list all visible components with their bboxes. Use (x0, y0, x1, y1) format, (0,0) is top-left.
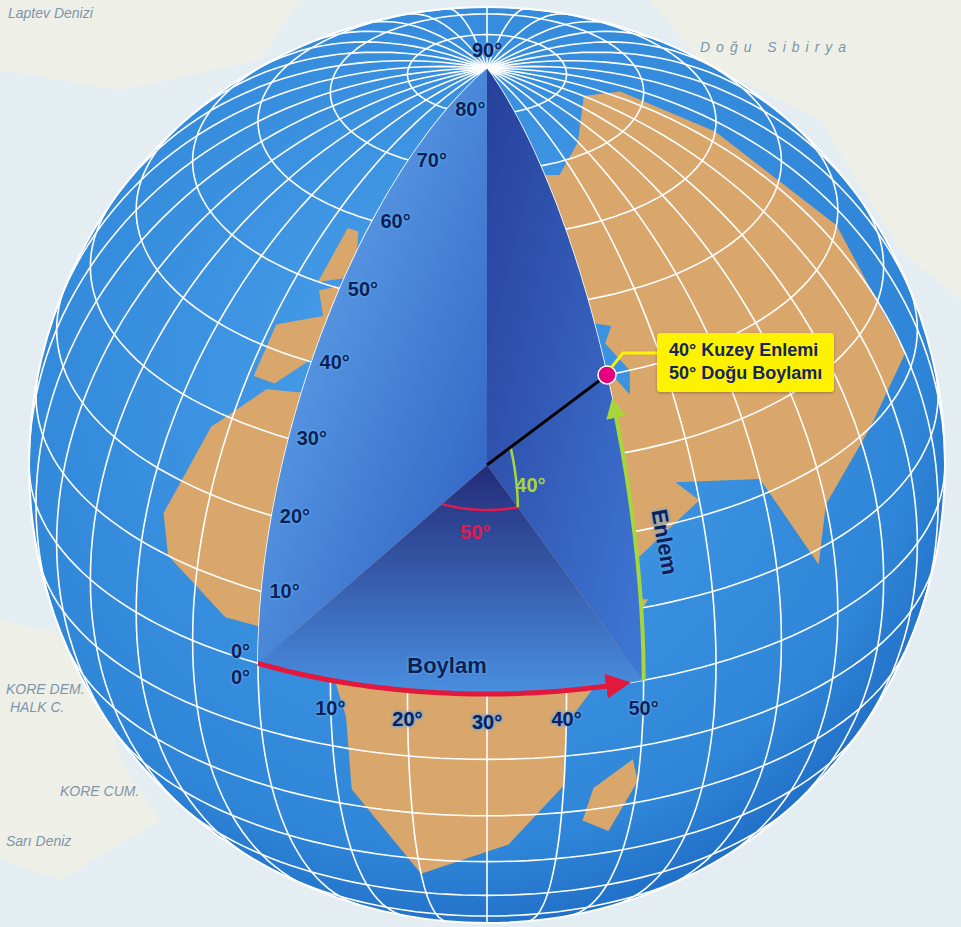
latitude-scale: 10° (270, 580, 300, 602)
globe-rim (29, 7, 945, 923)
meridian-line (487, 42, 713, 69)
country-name: KORE DEM. (6, 682, 85, 697)
meridian-line (122, 61, 487, 189)
parallel-line (275, 871, 699, 916)
longitude-scale: 10° (315, 697, 345, 719)
longitude-scale: 50° (629, 697, 659, 719)
meridian-plane-face (487, 68, 644, 680)
latitude-scale: 70° (417, 149, 447, 171)
globe-ocean (29, 7, 945, 923)
graticule (29, 7, 945, 923)
latitude-scale: 80° (455, 98, 485, 120)
leader-line (611, 353, 657, 368)
latitude-arrow (614, 406, 644, 680)
meridian-line (487, 68, 838, 858)
region-name: Doğu Sibirya (700, 40, 852, 55)
location-dot (598, 366, 616, 384)
meridian-plane-face (258, 68, 487, 663)
callout-text: 50° Doğu Boylamı (669, 362, 822, 385)
latitude-scale: 90° (472, 39, 502, 61)
latitude-scale: 30° (297, 427, 327, 449)
angle-value: 50° (460, 521, 490, 543)
angle-value: 40° (515, 474, 545, 496)
meridian-line (258, 68, 487, 904)
longitude-scale: 20° (392, 708, 422, 730)
sea-name: Sarı Deniz (6, 834, 71, 849)
parallel-line (29, 465, 945, 694)
longitude-scale: 0° (231, 666, 250, 688)
meridian-line (136, 68, 487, 858)
latitude-scale: 40° (320, 351, 350, 373)
meridian-line (487, 68, 644, 915)
latitude-scale: 60° (381, 210, 411, 232)
latitude-scale: 20° (280, 505, 310, 527)
meridian-line (193, 68, 487, 885)
meridian-line (487, 68, 716, 904)
angle-marks (258, 366, 644, 694)
axis-name: Enlem (647, 507, 682, 576)
meridian-line (487, 68, 781, 885)
latitude-scale: 50° (348, 278, 378, 300)
radius-line (487, 375, 607, 465)
land-mass (583, 759, 638, 831)
latitude-scale: 0° (231, 640, 250, 662)
longitude-angle-arc (442, 504, 518, 510)
longitude-scale: 40° (551, 708, 581, 730)
parallel-line (183, 808, 791, 896)
country-name: KORE CUM. (60, 784, 139, 799)
longitude-scale: 30° (472, 711, 502, 733)
callout-text: 40° Kuzey Enlemi (669, 339, 822, 362)
wedge-cut (258, 68, 644, 694)
sea-name: Laptev Denizi (8, 6, 93, 21)
callout-box: 40° Kuzey Enlemi50° Doğu Boylamı (657, 333, 834, 392)
country-name: HALK C. (10, 700, 64, 715)
meridian-line (262, 42, 488, 69)
axis-name: Boylam (407, 654, 486, 678)
callout-leader (611, 353, 657, 368)
